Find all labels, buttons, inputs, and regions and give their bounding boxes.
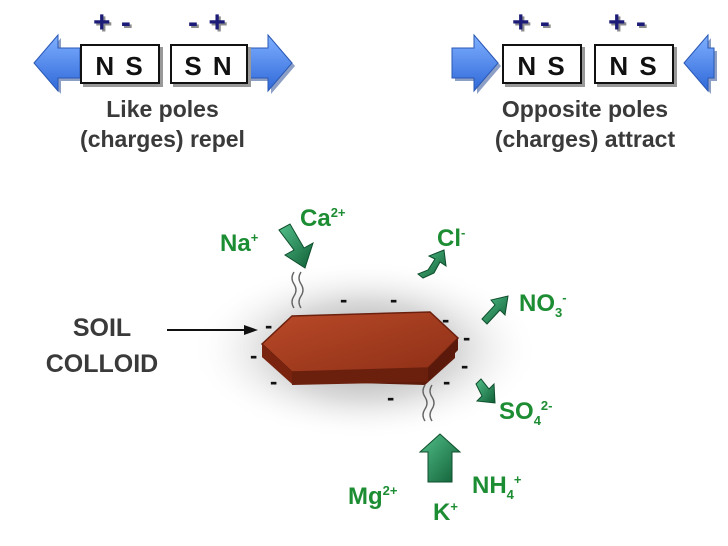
- negative-charge: -: [390, 287, 398, 312]
- ion-sulfate-subscript: 4: [533, 412, 541, 428]
- ion-sulfate: SO42-: [499, 393, 552, 434]
- negative-charge: -: [270, 369, 278, 394]
- soil-colloid-label: SOIL COLLOID: [28, 310, 176, 382]
- mg-k-nh4-inbound-arrow: [418, 433, 462, 483]
- right-magnet-1-charge-signs: + -: [512, 6, 551, 39]
- right-magnet-2-charge-signs: + -: [608, 6, 647, 39]
- ion-nitrate: NO3-: [519, 285, 567, 326]
- left-arrow-pointing-left: [33, 33, 83, 94]
- ion-magnesium-charge: 2+: [382, 483, 398, 498]
- ion-calcium: Ca2+: [300, 200, 346, 232]
- ion-potassium-charge: +: [450, 499, 458, 514]
- ion-ammonium: NH4+: [472, 467, 522, 508]
- ion-chloride-charge: -: [461, 225, 466, 240]
- ion-nitrate-symbol: NO: [519, 290, 555, 317]
- motion-lines: [291, 271, 435, 422]
- no3-outbound-arrow: [481, 295, 509, 325]
- ion-calcium-symbol: Ca: [300, 205, 331, 232]
- ion-chloride-symbol: Cl: [437, 225, 461, 252]
- right-magnet-1: N S: [502, 44, 582, 84]
- negative-charge: -: [461, 353, 469, 378]
- opposite-poles-caption-line2: (charges) attract: [494, 126, 676, 152]
- ion-chloride: Cl-: [437, 220, 465, 252]
- like-poles-caption: Like poles (charges) repel: [50, 94, 275, 154]
- colloid-particle: [260, 311, 460, 385]
- ion-sodium-symbol: Na: [220, 230, 251, 257]
- negative-charge: -: [442, 307, 450, 332]
- left-magnet-1-charge-signs: + -: [93, 6, 132, 39]
- left-magnet-2-charge-signs: - +: [188, 6, 227, 39]
- left-arrow-pointing-right: [245, 33, 295, 94]
- colloid-pointer-arrow: [167, 325, 258, 335]
- ion-ammonium-symbol: NH: [472, 472, 507, 499]
- soil-colloid-label-line2: COLLOID: [45, 350, 159, 378]
- negative-charge: -: [340, 287, 348, 312]
- ion-sulfate-symbol: SO: [499, 398, 534, 425]
- ion-nitrate-charge: -: [562, 290, 567, 305]
- ion-sulfate-charge: 2-: [540, 398, 553, 413]
- ion-sodium: Na+: [220, 225, 258, 257]
- right-magnet-2: N S: [594, 44, 674, 84]
- ion-sodium-charge: +: [250, 230, 259, 245]
- left-magnet-1: N S: [80, 44, 160, 84]
- ion-potassium-symbol: K: [433, 499, 451, 526]
- ion-nitrate-subscript: 3: [555, 304, 563, 320]
- ion-ammonium-subscript: 4: [506, 486, 514, 502]
- negative-charge: -: [250, 343, 258, 368]
- ion-magnesium: Mg2+: [348, 478, 397, 510]
- negative-charge: -: [387, 385, 395, 410]
- cl-outbound-arrow: [417, 249, 447, 279]
- like-poles-caption-line2: (charges) repel: [80, 126, 245, 152]
- so4-outbound-arrow: [475, 378, 496, 404]
- soil-colloid-label-line1: SOIL: [72, 314, 132, 342]
- negative-charge: -: [463, 325, 471, 350]
- right-arrow-pointing-left: [683, 33, 717, 94]
- ion-potassium: K+: [433, 494, 458, 526]
- opposite-poles-caption: Opposite poles (charges) attract: [465, 94, 705, 154]
- ion-ammonium-charge: +: [513, 472, 522, 487]
- ion-magnesium-symbol: Mg: [348, 483, 383, 510]
- right-arrow-pointing-right: [451, 33, 501, 94]
- ion-calcium-charge: 2+: [330, 205, 346, 220]
- like-poles-caption-line1: Like poles: [106, 96, 219, 122]
- negative-charge: -: [265, 313, 273, 338]
- na-ca-inbound-arrow: [278, 223, 314, 269]
- negative-charge: -: [443, 369, 451, 394]
- left-magnet-2: S N: [170, 44, 248, 84]
- opposite-poles-caption-line1: Opposite poles: [501, 96, 669, 122]
